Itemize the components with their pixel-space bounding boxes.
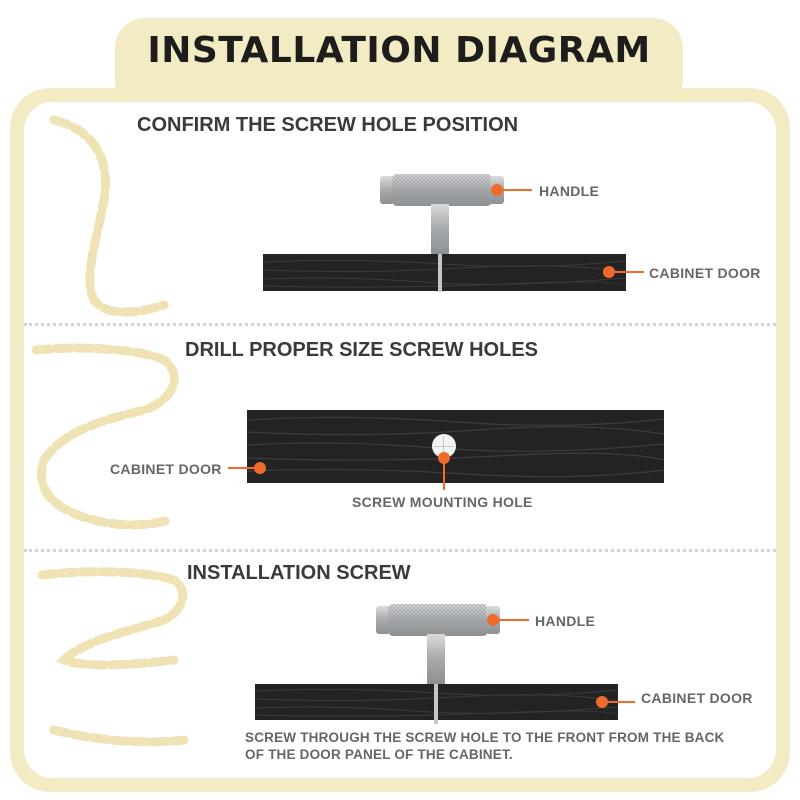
step-1-title: CONFIRM THE SCREW HOLE POSITION <box>137 114 519 136</box>
section-divider <box>24 323 776 326</box>
step-3-title: INSTALLATION SCREW <box>187 562 411 584</box>
cabinet-door-label: CABINET DOOR <box>641 690 753 706</box>
hole-leader-line <box>443 460 445 490</box>
screw-hole-marker <box>438 452 450 464</box>
cabinet-door-marker <box>596 696 608 708</box>
cabinet-door-label: CABINET DOOR <box>110 461 222 477</box>
door-leader-line <box>605 701 635 703</box>
handle-label: HANDLE <box>535 613 596 629</box>
t-handle <box>380 174 504 292</box>
diagram-title: INSTALLATION DIAGRAM <box>147 30 651 71</box>
handle-leader-line <box>496 619 529 621</box>
handle-marker <box>491 184 503 196</box>
section-divider <box>24 549 776 552</box>
step-2-title: DRILL PROPER SIZE SCREW HOLES <box>185 339 538 361</box>
handle-label: HANDLE <box>539 183 600 199</box>
rope-decoration <box>31 115 189 747</box>
cabinet-door-marker <box>254 462 266 474</box>
door-leader-line <box>228 467 256 469</box>
door-leader-line <box>612 271 644 273</box>
wood-grain <box>263 259 626 288</box>
screw-mounting-hole-label: SCREW MOUNTING HOLE <box>352 494 533 510</box>
cabinet-door-label: CABINET DOOR <box>649 265 761 281</box>
screw-hole-crosshair-h <box>434 446 454 447</box>
cabinet-door-marker <box>603 266 615 278</box>
installation-note: SCREW THROUGH THE SCREW HOLE TO THE FRON… <box>245 730 725 762</box>
t-handle <box>376 604 500 724</box>
cabinet-door-board <box>263 254 626 291</box>
handle-marker <box>487 614 499 626</box>
handle-leader-line <box>500 189 532 191</box>
